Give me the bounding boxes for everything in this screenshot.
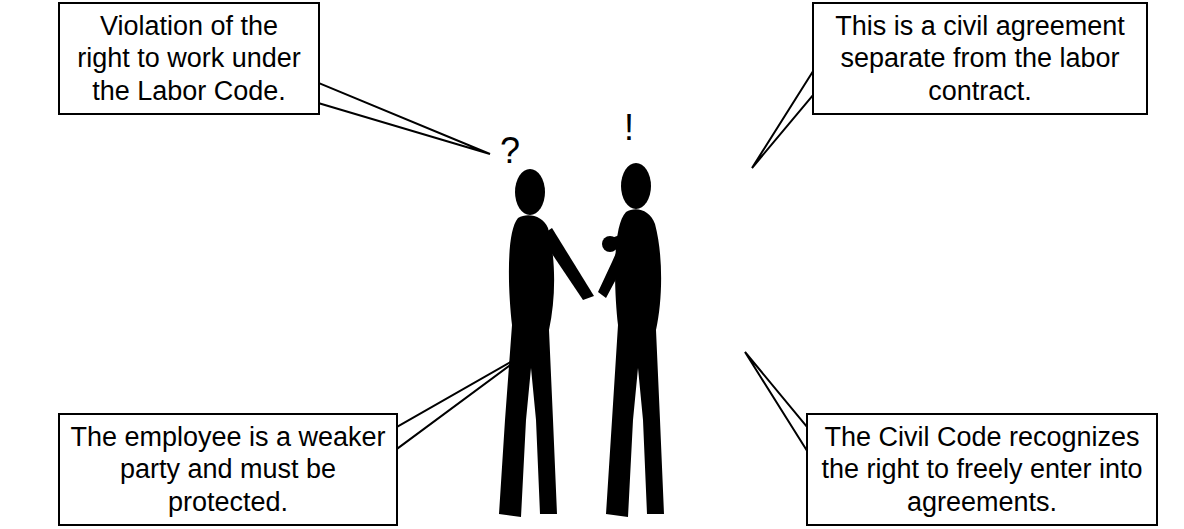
bubble-text: Violation of the right to work under the… [70,10,308,107]
thought-mark: ? [500,133,520,169]
callout-tails [319,71,813,451]
speech-bubble: Violation of the right to work under the… [58,2,320,115]
speech-bubble: The Civil Code recognizes the right to f… [806,413,1158,526]
speech-bubble: The employee is a weaker party and must … [58,413,398,526]
callout-tail [752,71,813,168]
person-body [499,215,557,517]
person-arm [540,228,594,300]
person-forearm [606,232,632,250]
person-arm [598,226,640,298]
right-person [598,163,664,517]
thought-mark: ! [624,110,634,146]
left-person [499,169,594,517]
bubble-text: The Civil Code recognizes the right to f… [818,421,1146,518]
person-body [606,209,664,517]
speech-bubble: This is a civil agreement separate from … [812,2,1148,115]
callout-tail [319,83,490,154]
person-head [515,169,545,215]
person-head [621,163,651,209]
bubble-text: The employee is a weaker party and must … [70,421,386,518]
callout-tail [745,352,807,451]
bubble-text: This is a civil agreement separate from … [824,10,1136,107]
